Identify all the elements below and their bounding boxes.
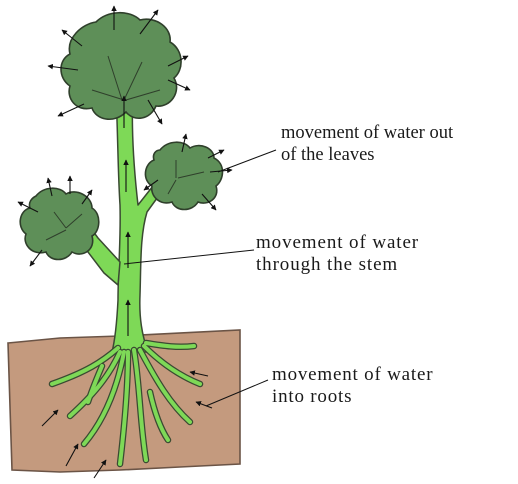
label-stem: movement of water through the stem <box>256 232 419 276</box>
right-canopy <box>145 142 222 209</box>
label-leaves-line2: of the leaves <box>281 144 453 166</box>
label-stem-line2: through the stem <box>256 254 419 276</box>
top-canopy <box>61 13 181 120</box>
label-leaves-line1: movement of water out <box>281 122 453 144</box>
label-roots-line2: into roots <box>272 386 433 408</box>
label-leaves: movement of water out of the leaves <box>281 122 453 166</box>
label-roots-line1: movement of water <box>272 364 433 386</box>
label-roots: movement of water into roots <box>272 364 433 408</box>
left-canopy <box>20 188 99 259</box>
label-stem-line1: movement of water <box>256 232 419 254</box>
